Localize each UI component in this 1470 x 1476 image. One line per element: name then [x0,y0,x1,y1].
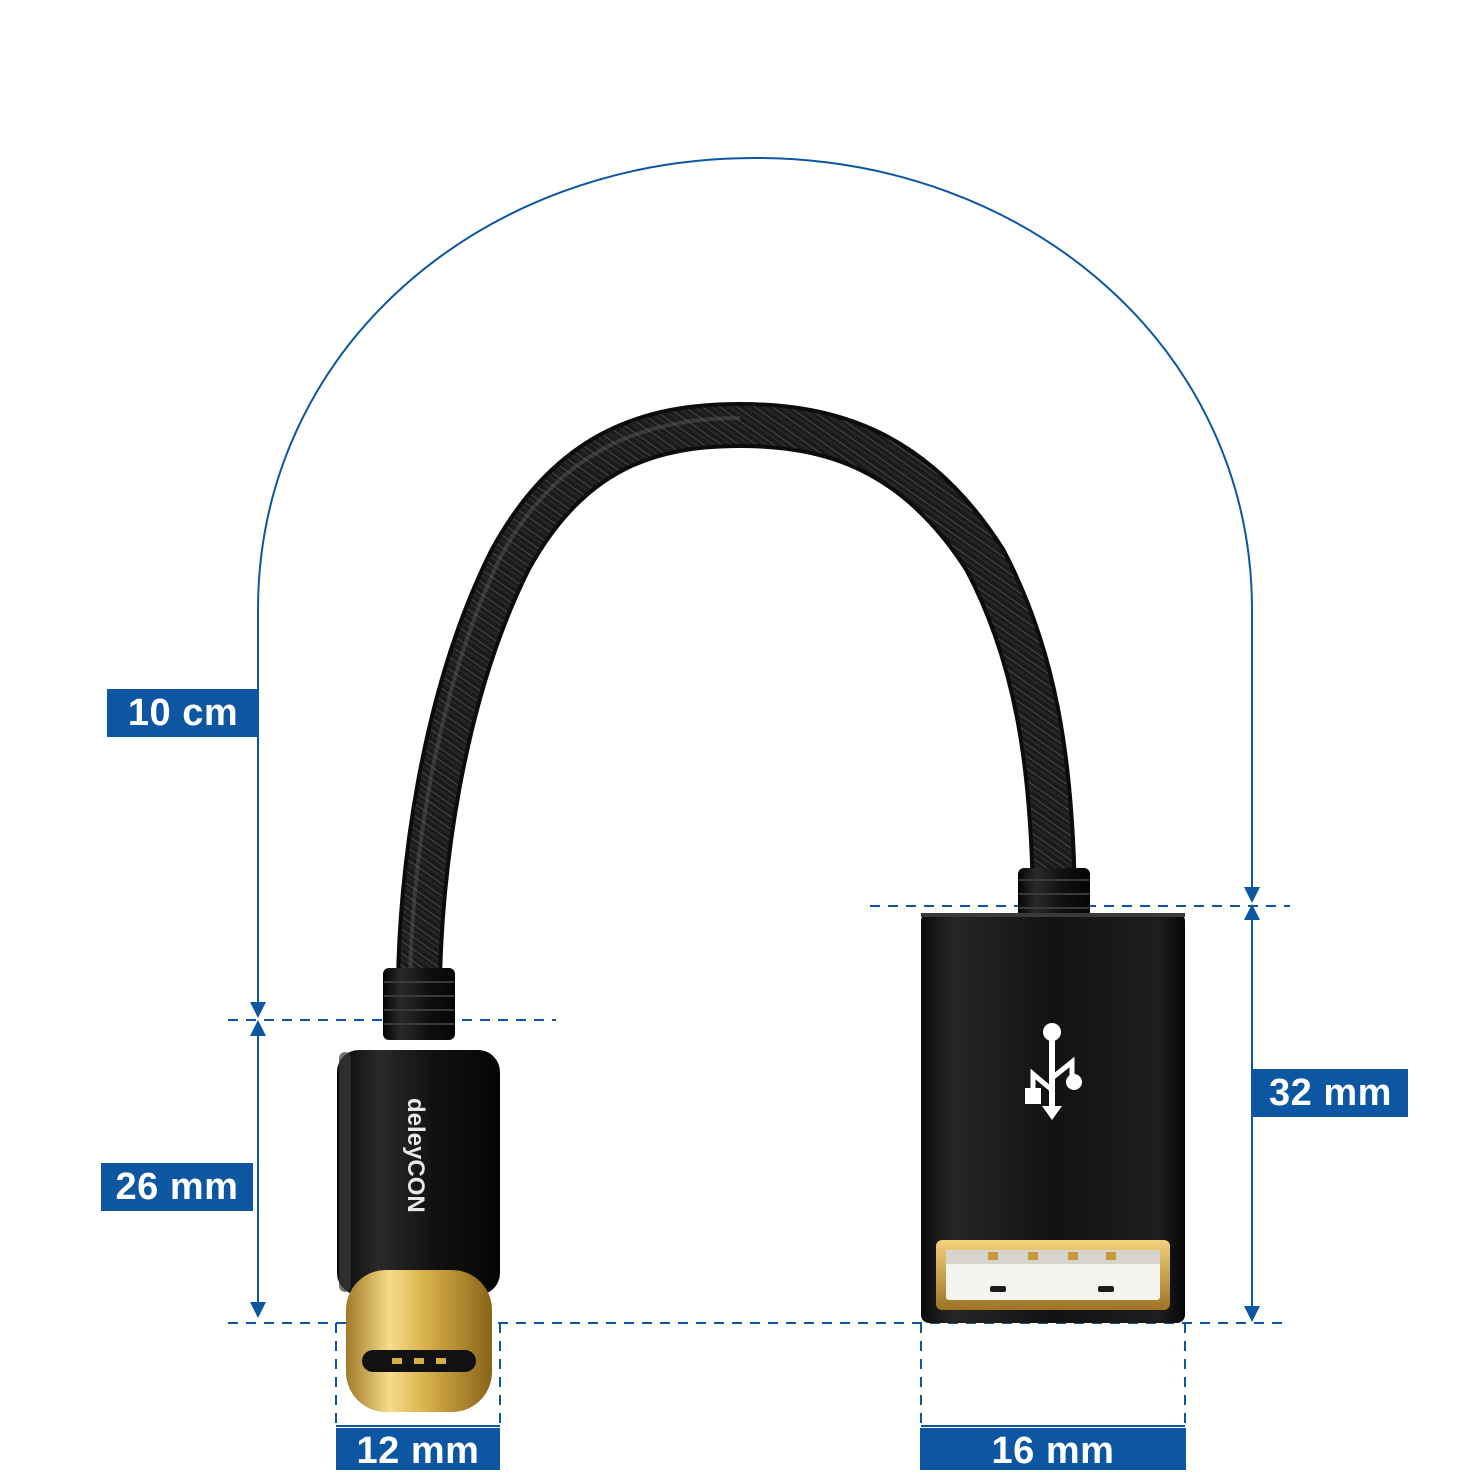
cable-length-label: 10 cm [127,692,239,734]
usba-height-dimension [1244,904,1260,1322]
typec-width-label: 12 mm [356,1430,480,1472]
usba-height-label-box [1253,1069,1408,1117]
usb-icon [1025,1023,1082,1120]
typec-connector: deleyCON [337,968,500,1412]
brand-logo: deleyCON [402,1098,429,1213]
typec-width-label-box [336,1428,500,1470]
length-label-box [107,689,259,737]
usba-connector [921,868,1185,1323]
usba-height-label: 32 mm [1269,1072,1392,1114]
length-arrow-left [250,1002,266,1018]
usba-width-label: 16 mm [991,1430,1115,1472]
length-arrow-right [1244,887,1260,903]
typec-height-label-box [101,1163,253,1211]
typec-gold-plug [346,1270,492,1412]
usba-width-label-box [920,1428,1186,1470]
typec-height-label: 26 mm [115,1166,239,1208]
length-dimension-arc [257,156,1253,1010]
braided-cable [396,401,1077,1008]
typec-height-dimension [250,1020,266,1318]
